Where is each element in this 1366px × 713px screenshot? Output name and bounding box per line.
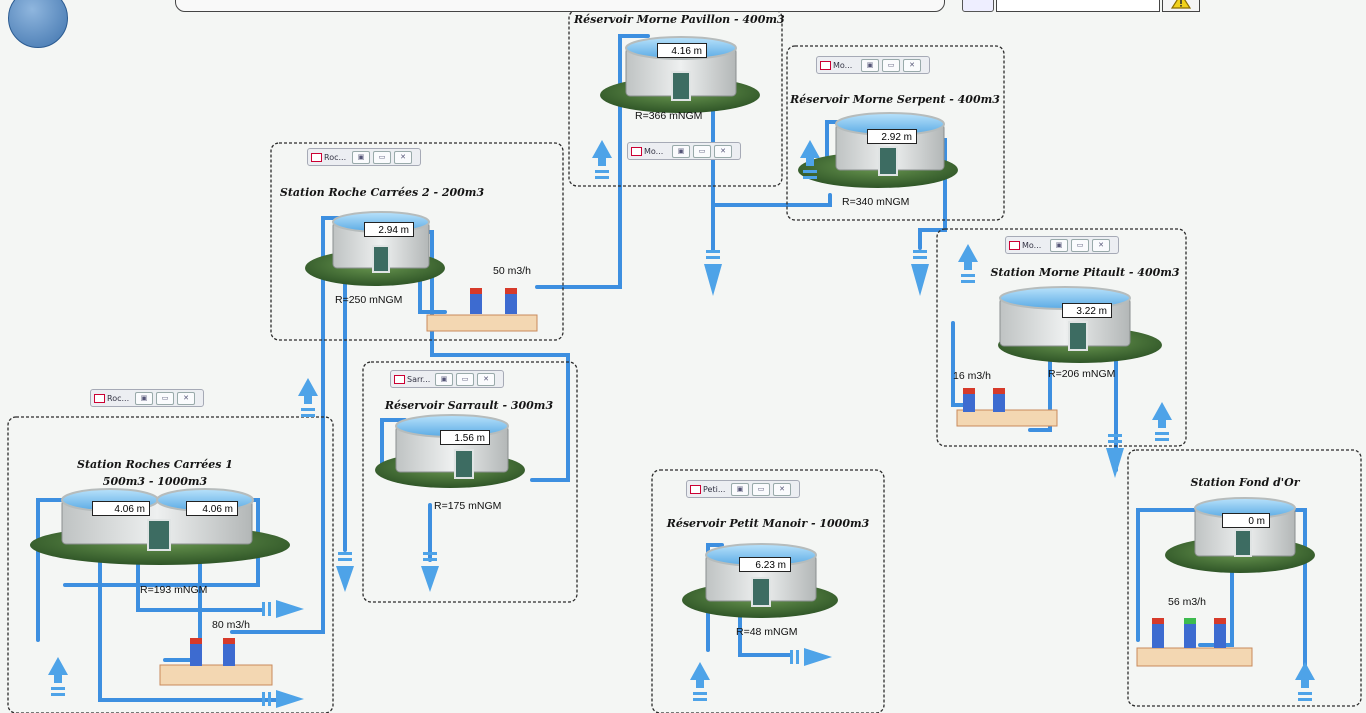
warning-button[interactable]: [1162, 0, 1200, 12]
station-title-pitault: Station Morne Pitault - 400m3: [990, 266, 1180, 279]
level-display-rc2: 2.94 m: [364, 222, 414, 237]
mini-window-manoir[interactable]: Peti...▣▭✕: [686, 480, 800, 498]
mini-window-rc2[interactable]: Roc...▣▭✕: [307, 148, 421, 166]
station-title-rc1: Station Roches Carrées 1: [77, 458, 233, 471]
level-display-pavillon: 4.16 m: [657, 43, 707, 58]
station-subtitle-rc1: 500m3 - 1000m3: [102, 475, 208, 488]
station-title-pavillon: Réservoir Morne Pavillon - 400m3: [574, 13, 785, 26]
r-label-sarrault: R=175 mNGM: [434, 500, 502, 512]
mini-window-pitault[interactable]: Mo...▣▭✕: [1005, 236, 1119, 254]
r-label-rc1: R=193 mNGM: [140, 584, 208, 596]
station-title-fondor: Station Fond d'Or: [1190, 476, 1300, 489]
r-label-rc2: R=250 mNGM: [335, 294, 403, 306]
top-toolbar: [175, 0, 945, 12]
station-title-manoir: Réservoir Petit Manoir - 1000m3: [666, 517, 870, 530]
r-label-pitault: R=206 mNGM: [1048, 368, 1116, 380]
warning-icon: [1170, 0, 1192, 9]
down-arrow-icon: [336, 250, 1124, 592]
doors: [147, 71, 1252, 607]
station-title-serpent: Réservoir Morne Serpent - 400m3: [790, 93, 1000, 106]
mini-window-sarrault[interactable]: Sarr...▣▭✕: [390, 370, 504, 388]
r-label-serpent: R=340 mNGM: [842, 196, 910, 208]
edit-icon[interactable]: [962, 0, 994, 12]
station-frames: [7, 9, 1362, 713]
right-arrow-icon: [262, 600, 832, 708]
flow-fondor: 56 m3/h: [1168, 596, 1206, 608]
mini-window-rc1[interactable]: Roc...▣▭✕: [90, 389, 204, 407]
station-title-sarrault: Réservoir Sarrault - 300m3: [384, 399, 554, 412]
r-label-pavillon: R=366 mNGM: [635, 110, 703, 122]
toolbar-field[interactable]: [996, 0, 1160, 12]
mini-window-pavillon[interactable]: Mo...▣▭✕: [627, 142, 741, 160]
level-display-sarrault: 1.56 m: [440, 430, 490, 445]
r-label-manoir: R=48 mNGM: [736, 626, 798, 638]
flow-rc2: 50 m3/h: [493, 265, 531, 277]
flow-rc1: 80 m3/h: [212, 619, 250, 631]
level-display-serpent: 2.92 m: [867, 129, 917, 144]
level-display-pitault: 3.22 m: [1062, 303, 1112, 318]
level-display-manoir: 6.23 m: [739, 557, 791, 572]
level-display-rc1-a: 4.06 m: [92, 501, 150, 516]
station-title-rc2: Station Roche Carrées 2 - 200m3: [279, 186, 485, 199]
logo-icon[interactable]: [8, 0, 68, 48]
level-display-fondor: 0 m: [1222, 513, 1270, 528]
pump-icon: [159, 288, 1253, 686]
mini-window-serpent[interactable]: Mo...▣▭✕: [816, 56, 930, 74]
up-arrow-icon: [48, 140, 1315, 701]
level-display-rc1-b: 4.06 m: [186, 501, 238, 516]
flow-pitault: 16 m3/h: [953, 370, 991, 382]
